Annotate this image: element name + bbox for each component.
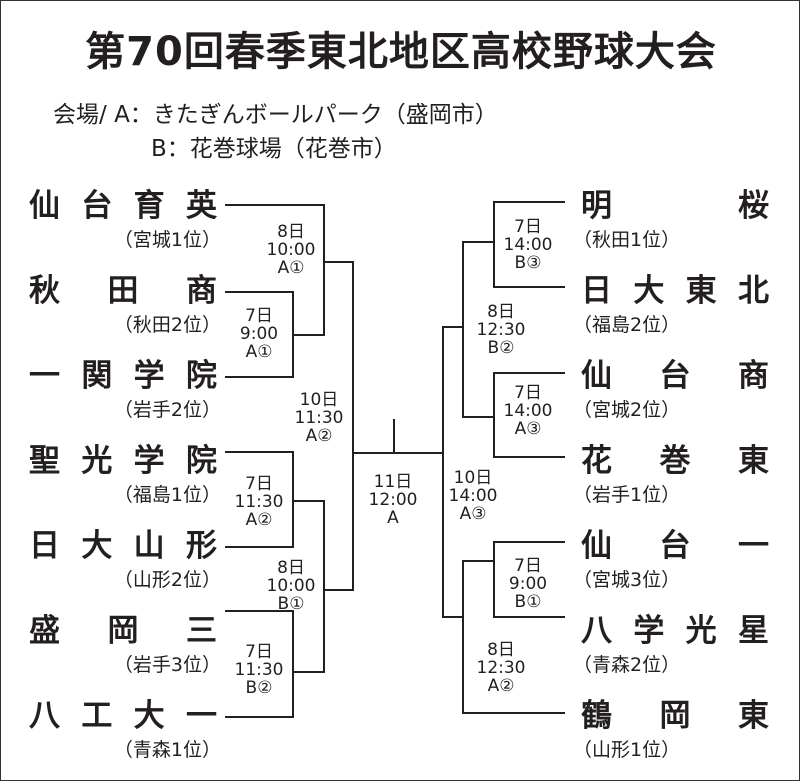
match-time: 12:00 bbox=[368, 490, 418, 510]
team-seed: （岩手3位） bbox=[113, 654, 221, 676]
venue-a-text: A：きたぎんボールパーク（盛岡市） bbox=[114, 102, 498, 128]
team-seed: （宮城2位） bbox=[573, 399, 681, 421]
team-seed: （青森1位） bbox=[113, 739, 221, 761]
match-time: 12:30 bbox=[476, 320, 526, 340]
team-name: 花巻東 bbox=[581, 443, 769, 479]
match-day: 8日 bbox=[277, 558, 305, 578]
match-day: 7日 bbox=[245, 474, 273, 494]
team-name: 秋田商 bbox=[29, 273, 217, 309]
venue-a: 会場/ A：きたぎんボールパーク（盛岡市） bbox=[53, 95, 498, 129]
match-venue: A② bbox=[487, 676, 515, 696]
match-day: 8日 bbox=[487, 302, 515, 322]
team-name: 日大東北 bbox=[581, 273, 769, 309]
team-name: 八工大一 bbox=[29, 698, 217, 734]
team-seed: （山形2位） bbox=[113, 569, 221, 591]
page-title: 第70回春季東北地区高校野球大会 bbox=[85, 29, 717, 75]
team-seed: （岩手2位） bbox=[113, 399, 221, 421]
venue-b-text: B：花巻球場（花巻市） bbox=[151, 136, 397, 162]
match-time: 14:00 bbox=[503, 235, 553, 255]
team-seed: （宮城1位） bbox=[113, 229, 221, 251]
match-day: 10日 bbox=[453, 468, 493, 488]
match-venue: A③ bbox=[459, 504, 487, 524]
team-seed: （福島2位） bbox=[573, 314, 681, 336]
team-name: 盛岡三 bbox=[29, 613, 217, 649]
team-seed: （岩手1位） bbox=[573, 484, 681, 506]
match-venue: A① bbox=[245, 342, 273, 362]
team-name: 仙台商 bbox=[581, 358, 769, 394]
team-seed: （宮城3位） bbox=[573, 569, 681, 591]
match-time: 11:30 bbox=[294, 408, 344, 428]
team-name: 一関学院 bbox=[29, 358, 217, 394]
match-time: 9:00 bbox=[508, 574, 548, 594]
match-day: 7日 bbox=[514, 217, 542, 237]
team-seed: （青森2位） bbox=[573, 654, 681, 676]
match-time: 11:30 bbox=[234, 660, 284, 680]
match-time: 10:00 bbox=[266, 240, 316, 260]
venue-label: 会場/ bbox=[53, 102, 107, 128]
match-day: 7日 bbox=[245, 642, 273, 662]
match-day: 7日 bbox=[514, 383, 542, 403]
match-time: 10:00 bbox=[266, 576, 316, 596]
match-venue: B② bbox=[487, 338, 515, 358]
team-name: 日大山形 bbox=[29, 528, 217, 564]
team-seed: （秋田1位） bbox=[573, 229, 681, 251]
match-day: 7日 bbox=[245, 306, 273, 326]
match-venue: B① bbox=[514, 592, 542, 612]
match-venue: B③ bbox=[514, 253, 542, 273]
team-name: 明桜 bbox=[581, 188, 769, 224]
match-day: 8日 bbox=[277, 222, 305, 242]
team-seed: （山形1位） bbox=[573, 739, 681, 761]
match-venue: B② bbox=[245, 678, 273, 698]
team-name: 鶴岡東 bbox=[581, 698, 769, 734]
team-name: 仙台一 bbox=[581, 528, 769, 564]
team-name: 聖光学院 bbox=[29, 443, 217, 479]
match-day: 10日 bbox=[299, 390, 339, 410]
match-venue: A③ bbox=[514, 419, 542, 439]
match-time: 11:30 bbox=[234, 492, 284, 512]
team-name: 八学光星 bbox=[581, 613, 769, 649]
match-time: 9:00 bbox=[239, 324, 279, 344]
match-time: 12:30 bbox=[476, 658, 526, 678]
match-day: 8日 bbox=[487, 640, 515, 660]
match-time: 14:00 bbox=[503, 401, 553, 421]
team-seed: （秋田2位） bbox=[113, 314, 221, 336]
team-seed: （福島1位） bbox=[113, 484, 221, 506]
match-venue: A bbox=[387, 508, 399, 528]
match-venue: A① bbox=[277, 258, 305, 278]
match-day: 11日 bbox=[373, 472, 413, 492]
team-name: 仙台育英 bbox=[29, 188, 217, 224]
match-day: 7日 bbox=[514, 556, 542, 576]
match-venue: A② bbox=[305, 426, 333, 446]
match-venue: B① bbox=[277, 594, 305, 614]
match-time: 14:00 bbox=[448, 486, 498, 506]
match-venue: A② bbox=[245, 510, 273, 530]
